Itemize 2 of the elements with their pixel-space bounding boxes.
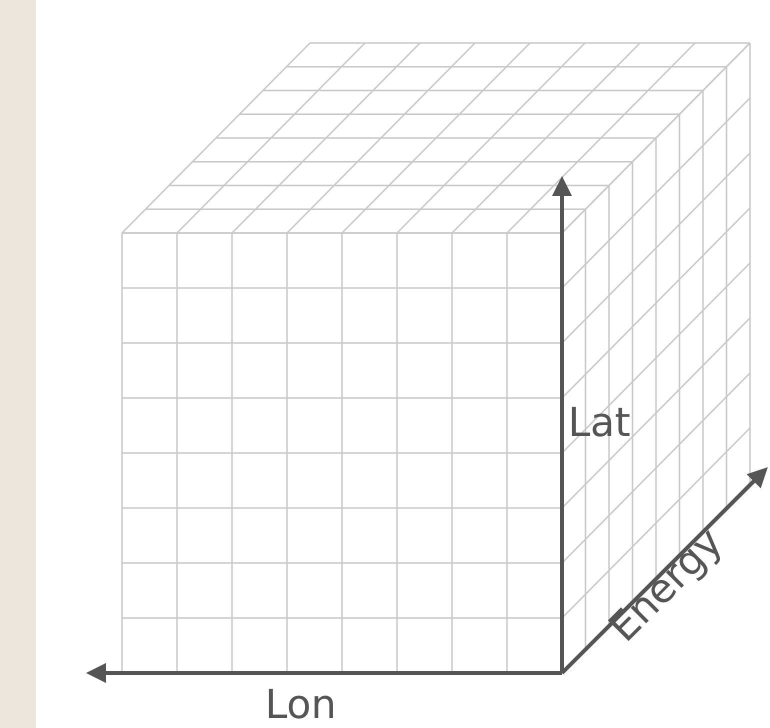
axis-label: Lon [265, 685, 336, 725]
axis-label: Lat [568, 403, 630, 443]
